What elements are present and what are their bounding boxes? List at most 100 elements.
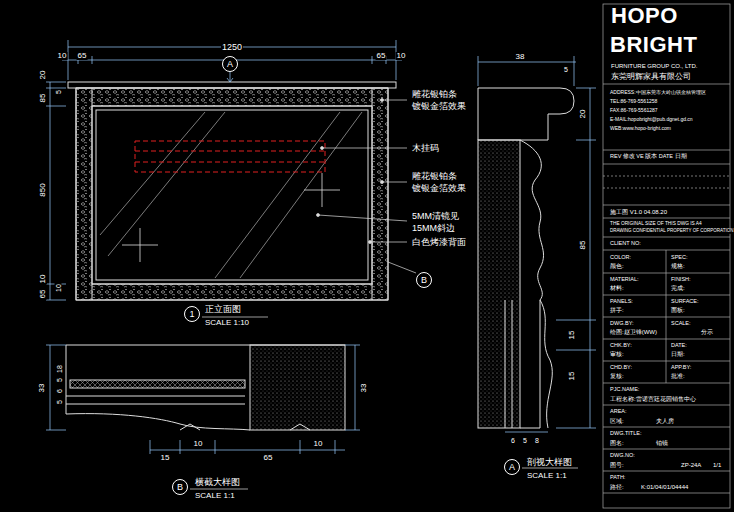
dimension-text: 10 — [39, 274, 47, 285]
title-block-text: CHK.BY: — [609, 343, 633, 349]
section-b-dimensions — [50, 345, 51, 430]
section-b-dimensions — [345, 345, 360, 346]
dimension-text: 33 — [38, 383, 46, 394]
leader-lines — [370, 242, 407, 243]
vertical-section — [478, 88, 574, 140]
dimension-lines — [46, 300, 66, 301]
title-block-frame — [603, 273, 730, 274]
view-title: SCALE 1:10 — [204, 319, 250, 327]
title-block-text: E-MAIL:hopobright@pub.dgnet.gd.cn — [609, 117, 694, 122]
title-block-frame — [603, 4, 730, 508]
vertical-section — [520, 140, 544, 428]
title-block-text: DATE: — [670, 343, 688, 349]
title-block-frame — [603, 471, 730, 472]
vertical-section — [478, 88, 574, 428]
title-block-text: PATH: — [609, 475, 626, 481]
view-title: 横截大样图 — [194, 478, 241, 487]
section-a-dimensions — [505, 432, 548, 433]
dimension-lines — [46, 106, 66, 107]
dimension-text: 65 — [77, 52, 88, 60]
title-block-text: COLOR: — [609, 255, 632, 261]
dimension-text: 15 — [160, 454, 171, 462]
front-elevation — [92, 88, 93, 106]
dimension-lines — [46, 82, 66, 83]
wall-hanger-dashed — [135, 141, 325, 172]
title-block-text: 复核: — [609, 373, 625, 379]
dimension-lines — [92, 56, 93, 64]
title-block-text: PJC.NAME: — [609, 387, 640, 393]
dimension-text: 33 — [360, 383, 368, 394]
leader-lines — [318, 215, 407, 221]
section-b-dimensions — [46, 430, 66, 431]
section-b-dimensions — [355, 345, 356, 430]
view-title: 正立面图 — [204, 305, 242, 314]
dimension-text: 6 — [56, 388, 63, 394]
view-marker-circle: A — [504, 459, 520, 475]
front-elevation — [92, 284, 93, 300]
front-elevation — [76, 88, 388, 300]
title-block-text: 批准: — [670, 373, 686, 379]
wall-hanger-dashed — [135, 162, 325, 163]
annotation-text: 木挂码 — [411, 144, 440, 153]
dimension-text: 18 — [56, 364, 63, 374]
title-block-frame — [603, 205, 730, 206]
title-block-text: SURFACE: — [670, 299, 700, 305]
dimension-text: 10 — [57, 52, 68, 60]
dimension-lines — [372, 56, 373, 64]
horizontal-section — [180, 424, 310, 430]
title-block-text: CLIENT NO: — [609, 241, 642, 247]
title-block-frame — [603, 218, 730, 219]
title-block-frame — [603, 383, 730, 384]
mirror-reflection — [240, 112, 362, 278]
title-block-frame — [666, 250, 667, 383]
center-marks — [322, 173, 323, 207]
section-b-dimensions — [300, 440, 301, 454]
dimension-text: 65 — [376, 52, 387, 60]
view-marker-circle: A — [222, 56, 238, 72]
title-block-text: 工程名称:雷诺宫廷花园销售中心 — [609, 396, 697, 402]
title-block-frame — [603, 4, 730, 508]
section-a-dimensions — [576, 140, 596, 141]
title-block-text: 图号: — [609, 462, 625, 468]
annotation-text: 镀银金箔效果 — [411, 184, 467, 193]
dimension-text: 10 — [396, 52, 407, 60]
section-b-dimensions — [335, 440, 336, 454]
horizontal-section — [70, 380, 245, 388]
section-b-dimensions — [215, 440, 216, 454]
title-block-text: SPEC: — [670, 255, 689, 261]
horizontal-section — [66, 404, 245, 405]
annotation-text: 镀银金箔效果 — [411, 102, 467, 111]
title-block-text: DWG.BY: — [609, 321, 635, 327]
horizontal-section — [66, 345, 345, 430]
wall-hanger-dashed — [135, 151, 325, 152]
leader-lines — [202, 317, 268, 318]
title-block-text: SCALE: — [670, 321, 692, 327]
title-block-text: 完成: — [670, 285, 686, 291]
section-a-dimensions — [574, 56, 575, 86]
title-block-text: 夫人房 — [655, 418, 675, 424]
title-block-text: 拼手: — [609, 307, 625, 313]
dimension-text: 85 — [39, 93, 47, 104]
title-block-text: MATERIAL: — [609, 277, 640, 283]
marker-letter: A — [227, 60, 233, 69]
title-block-text: 图名: — [609, 440, 625, 446]
title-block-text: 材料: — [609, 285, 625, 291]
title-block-frame — [603, 176, 730, 177]
front-elevation — [76, 88, 388, 300]
title-block-text: 1/1 — [712, 462, 722, 468]
title-block-text: 绘图:赵卫锋(WW) — [609, 329, 658, 335]
dimension-text: 15 — [568, 330, 576, 341]
dimension-text: 65 — [263, 454, 274, 462]
center-marks — [122, 173, 340, 262]
dimension-text: 85 — [579, 240, 587, 251]
dimension-text: 1250 — [221, 43, 243, 52]
section-b-dimensions — [345, 430, 360, 431]
dimension-text: 5 — [563, 66, 569, 73]
leader-lines — [382, 182, 407, 183]
section-a-dimensions — [556, 350, 596, 351]
leader-lines — [321, 147, 324, 150]
dimension-lines — [227, 78, 233, 82]
section-b-dimensions — [46, 345, 360, 454]
